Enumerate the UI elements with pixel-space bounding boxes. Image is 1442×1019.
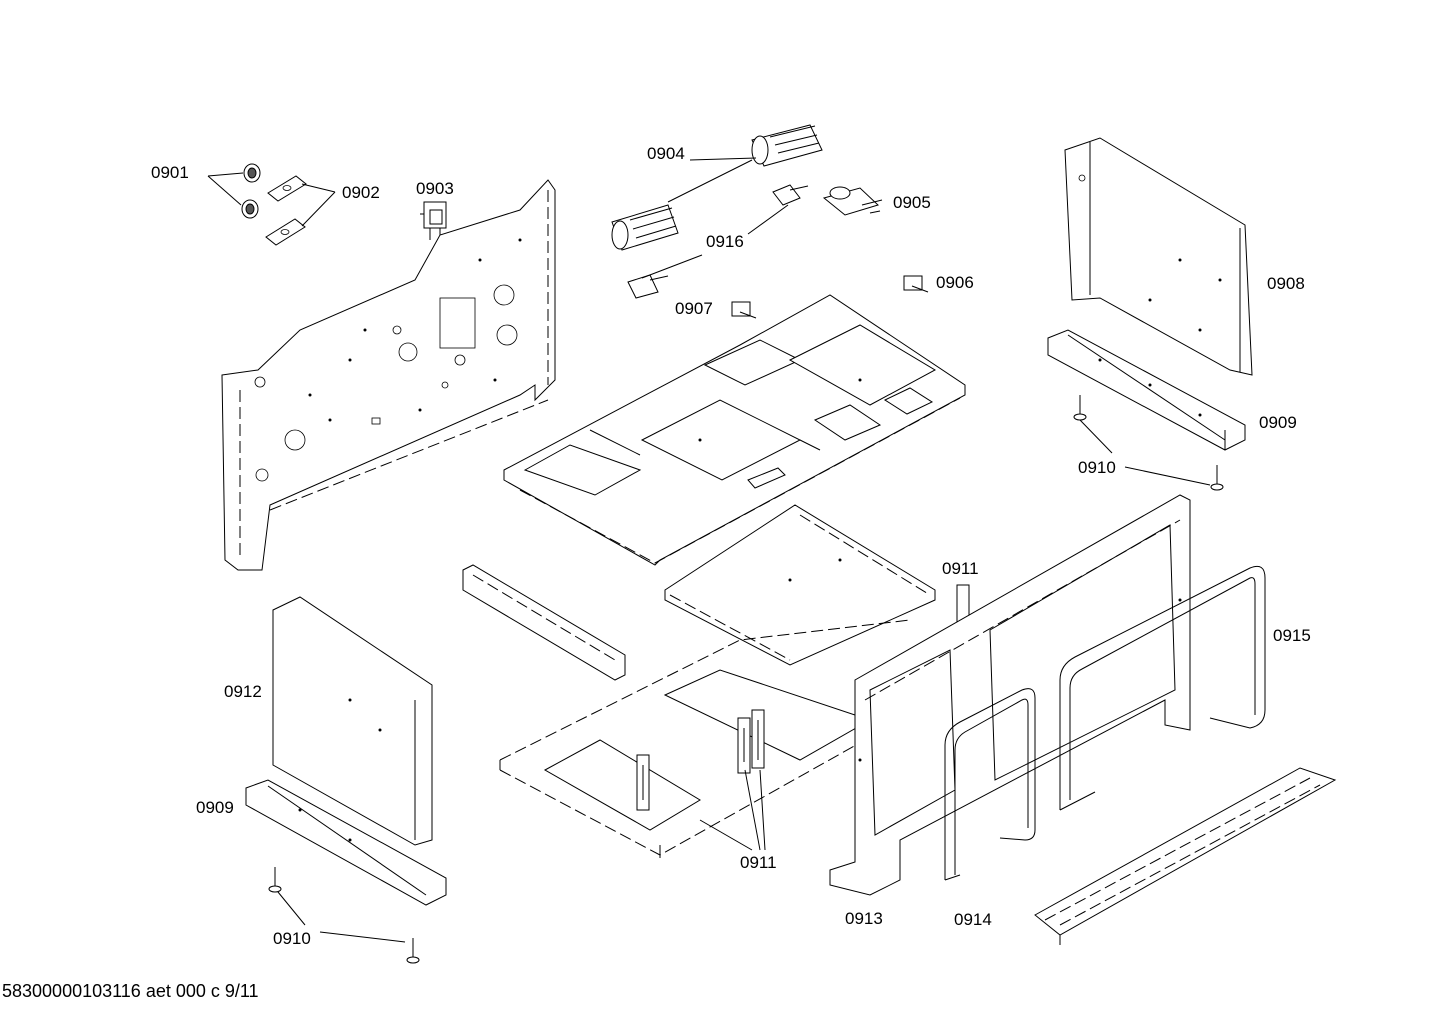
back-panel <box>221 179 556 571</box>
part-0913[interactable] <box>829 494 1191 896</box>
part-0912[interactable] <box>272 596 433 846</box>
label-0914: 0914 <box>954 910 992 929</box>
label-0906: 0906 <box>936 273 974 292</box>
part-0915[interactable] <box>1059 565 1266 811</box>
document-id: 58300000103116 aet 000 c 9/11 <box>2 981 259 1001</box>
part-0908[interactable] <box>1064 137 1253 376</box>
label-0904: 0904 <box>647 144 685 163</box>
label-0915: 0915 <box>1273 626 1311 645</box>
lower-tray <box>499 619 911 858</box>
spacer-bar <box>462 564 626 681</box>
part-0910-right[interactable] <box>1073 395 1224 491</box>
label-0908: 0908 <box>1267 274 1305 293</box>
part-0911[interactable] <box>636 584 970 851</box>
label-0911-bottom: 0911 <box>740 853 777 872</box>
label-0911-top: 0911 <box>942 559 979 578</box>
upper-tray <box>503 294 966 566</box>
part-0905[interactable] <box>822 186 883 216</box>
label-0910-left: 0910 <box>273 929 311 948</box>
part-0909-right[interactable] <box>1047 329 1246 451</box>
part-0909-left[interactable] <box>245 779 447 906</box>
label-0912: 0912 <box>224 682 262 701</box>
label-0916: 0916 <box>706 232 744 251</box>
label-0909-left: 0909 <box>196 798 234 817</box>
label-0901: 0901 <box>151 163 189 182</box>
part-0914[interactable] <box>944 688 1036 881</box>
label-0902: 0902 <box>342 183 380 202</box>
part-0901[interactable] <box>207 163 261 219</box>
label-0910-right: 0910 <box>1078 458 1116 477</box>
part-0906[interactable] <box>903 275 929 293</box>
part-0910-left[interactable] <box>268 867 420 964</box>
label-0907: 0907 <box>675 299 713 318</box>
label-0903: 0903 <box>416 179 454 198</box>
label-0913: 0913 <box>845 909 883 928</box>
part-0916[interactable] <box>627 184 809 299</box>
bottom-rail <box>1034 767 1337 945</box>
part-0904[interactable] <box>611 124 823 251</box>
part-0902[interactable] <box>265 175 336 246</box>
part-0903[interactable] <box>420 201 447 240</box>
label-0909-right: 0909 <box>1259 413 1297 432</box>
part-0907[interactable] <box>731 301 757 319</box>
label-0905: 0905 <box>893 193 931 212</box>
